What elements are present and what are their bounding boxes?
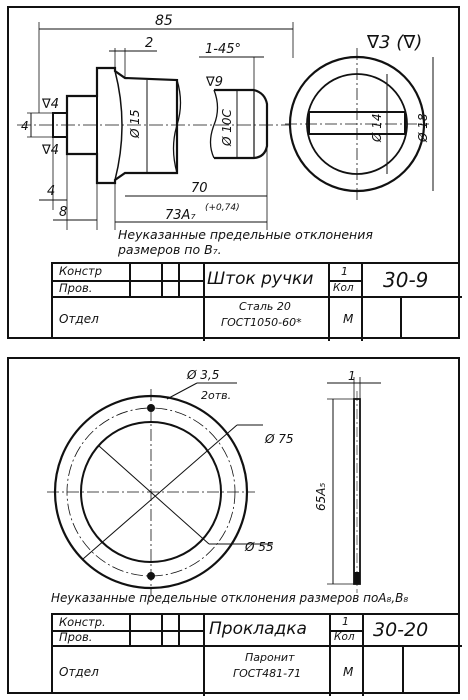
- material: Паронит: [245, 651, 295, 664]
- dim-dia10: Ø 10С: [220, 108, 234, 147]
- title-block: Констр Пров. Отдел Шток ручки 1 Кол 30-9…: [51, 262, 462, 341]
- dim-2: 2: [145, 36, 153, 51]
- dim-dia75: Ø 75: [264, 432, 294, 446]
- dim-73: 73А₇: [165, 208, 196, 223]
- gasket-drawing: Ø 3,5 2отв. Ø 75 Ø 55 1 65А₅: [47, 368, 381, 595]
- scale-label: М: [343, 312, 354, 326]
- rod-drawing: 85 2 1-45° ∇3 (∇) ∇9 ∇4 ∇4 4 Ø 15 Ø 10С …: [17, 13, 434, 230]
- dim-70: 70: [191, 181, 208, 196]
- drawing-number: 30-9: [383, 268, 429, 292]
- quantity: 1: [341, 265, 348, 278]
- dim-73-tolerance: (+0,74): [205, 203, 240, 213]
- role-designer: Констр: [59, 264, 103, 278]
- note-line-2: размеров по В₇.: [118, 242, 222, 257]
- break-line-left: [172, 79, 182, 174]
- note-line-1: Неуказанные предельные отклонения: [118, 227, 373, 242]
- scale-label: М: [343, 665, 354, 679]
- break-line-right: [209, 89, 219, 159]
- dim-8: 8: [59, 205, 67, 220]
- dim-hole-count: 2отв.: [201, 389, 231, 402]
- dim-85: 85: [155, 13, 173, 29]
- dim-dia55: Ø 55: [244, 540, 274, 554]
- drawing-sheet-rod-handle: 85 2 1-45° ∇3 (∇) ∇9 ∇4 ∇4 4 Ø 15 Ø 10С …: [7, 6, 462, 341]
- drawing-number: 30-20: [373, 619, 429, 641]
- quantity: 1: [342, 615, 349, 628]
- material-standard: ГОСТ481-71: [233, 667, 302, 680]
- dim-dia18: Ø 18: [416, 113, 430, 143]
- rod-neck-arc: [114, 70, 123, 181]
- role-checker: Пров.: [59, 281, 93, 295]
- dim-hole: Ø 3,5: [186, 368, 219, 382]
- roughness-symbol: ∇3 (∇): [366, 32, 422, 53]
- dim-small-4: 4: [21, 119, 29, 133]
- roughness-tail-top: ∇4: [41, 97, 59, 112]
- dim-chamfer: 1-45°: [205, 42, 241, 57]
- note-tolerances: Неуказанные предельные отклонения размер…: [51, 591, 409, 605]
- roughness-shaft: ∇9: [205, 75, 223, 90]
- quantity-label: Кол: [334, 631, 355, 643]
- hole-top: [147, 404, 155, 412]
- hole-bottom: [147, 572, 155, 580]
- dim-dia14: Ø 14: [370, 113, 384, 143]
- dim-height: 65А₅: [314, 483, 328, 511]
- dim-4: 4: [47, 184, 55, 199]
- material: Сталь 20: [239, 300, 291, 313]
- drawing-sheet-gasket: Ø 3,5 2отв. Ø 75 Ø 55 1 65А₅ Неуказанные…: [7, 357, 462, 696]
- dim-dia15: Ø 15: [128, 109, 142, 139]
- quantity-label: Кол: [333, 282, 354, 294]
- rod-shaft-end: [214, 88, 269, 160]
- roughness-tail-bottom: ∇4: [41, 143, 59, 158]
- role-checker: Пров.: [59, 630, 93, 644]
- part-name: Прокладка: [209, 619, 307, 639]
- material-standard: ГОСТ1050-60*: [221, 316, 302, 329]
- gasket-inner-circle: [80, 421, 222, 563]
- department: Отдел: [59, 312, 99, 326]
- role-designer: Констр.: [59, 615, 106, 629]
- part-name: Шток ручки: [207, 269, 314, 289]
- department: Отдел: [59, 665, 99, 679]
- dim-thickness: 1: [348, 369, 356, 383]
- title-block: Констр. Пров. Отдел Прокладка 1 Кол 30-2…: [51, 613, 462, 696]
